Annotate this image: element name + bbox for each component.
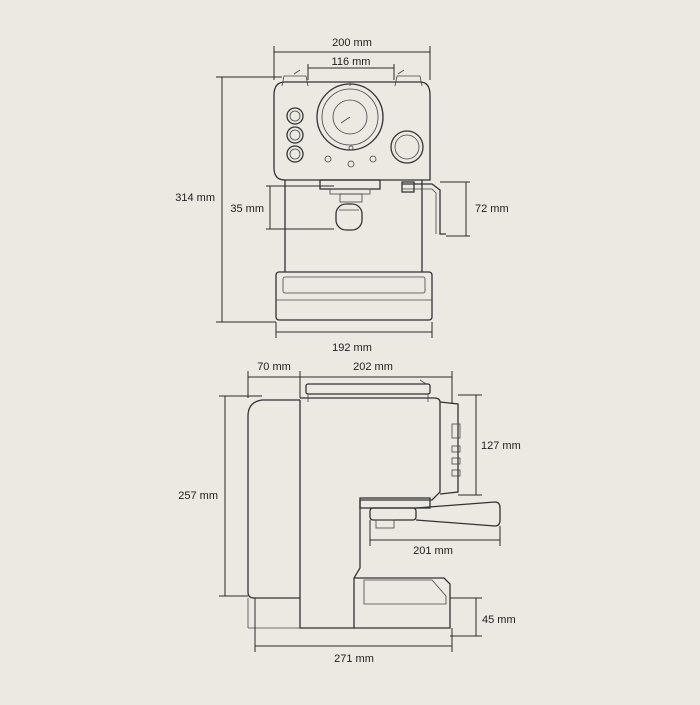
front-base xyxy=(275,271,433,321)
front-right-handle xyxy=(394,75,423,87)
side-body xyxy=(299,397,441,629)
portafilter-top xyxy=(339,193,363,203)
label-height-total: 314 mm xyxy=(175,192,215,204)
indicator-light xyxy=(324,155,332,163)
side-drip-tray xyxy=(354,577,451,629)
steam-wand xyxy=(402,183,446,235)
label-panel-height: 127 mm xyxy=(481,440,521,452)
label-depth-total: 271 mm xyxy=(334,653,374,665)
side-control-panel xyxy=(439,401,459,495)
front-body xyxy=(273,81,431,181)
label-width-total: 200 mm xyxy=(332,37,372,49)
side-portafilter-basket xyxy=(369,507,417,521)
side-view: 70 mm 202 mm 127 mm 257 mm 201 mm 45 mm … xyxy=(178,361,521,665)
label-side-height: 257 mm xyxy=(178,490,218,502)
side-cup-tray xyxy=(363,579,447,605)
water-tank xyxy=(247,399,300,599)
label-steam-wand-height: 72 mm xyxy=(475,203,509,215)
button-bottom xyxy=(286,145,304,163)
label-width-handles: 116 mm xyxy=(332,56,371,68)
button-top xyxy=(286,107,304,125)
label-body-depth: 202 mm xyxy=(353,361,393,373)
front-left-handle xyxy=(281,75,309,87)
portafilter-handle xyxy=(335,203,363,231)
steam-knob xyxy=(390,130,424,164)
drip-tray xyxy=(282,276,426,294)
label-base-width: 192 mm xyxy=(332,342,372,354)
indicator-light xyxy=(369,155,377,163)
button-middle xyxy=(286,126,304,144)
indicator-light xyxy=(347,160,355,168)
label-drip-tray-height: 45 mm xyxy=(482,614,516,626)
side-portafilter-handle xyxy=(415,501,501,527)
side-knob xyxy=(451,423,461,439)
label-portafilter-height: 35 mm xyxy=(230,203,264,215)
label-portafilter-reach: 201 mm xyxy=(413,545,453,557)
label-tank-depth: 70 mm xyxy=(257,361,291,373)
front-view: 200 mm 116 mm 314 mm 35 mm 72 mm 192 mm xyxy=(175,37,508,354)
gauge-needle xyxy=(340,116,351,124)
top-rail xyxy=(305,383,431,395)
group-head xyxy=(319,179,381,190)
steam-wand-joint xyxy=(401,181,415,193)
